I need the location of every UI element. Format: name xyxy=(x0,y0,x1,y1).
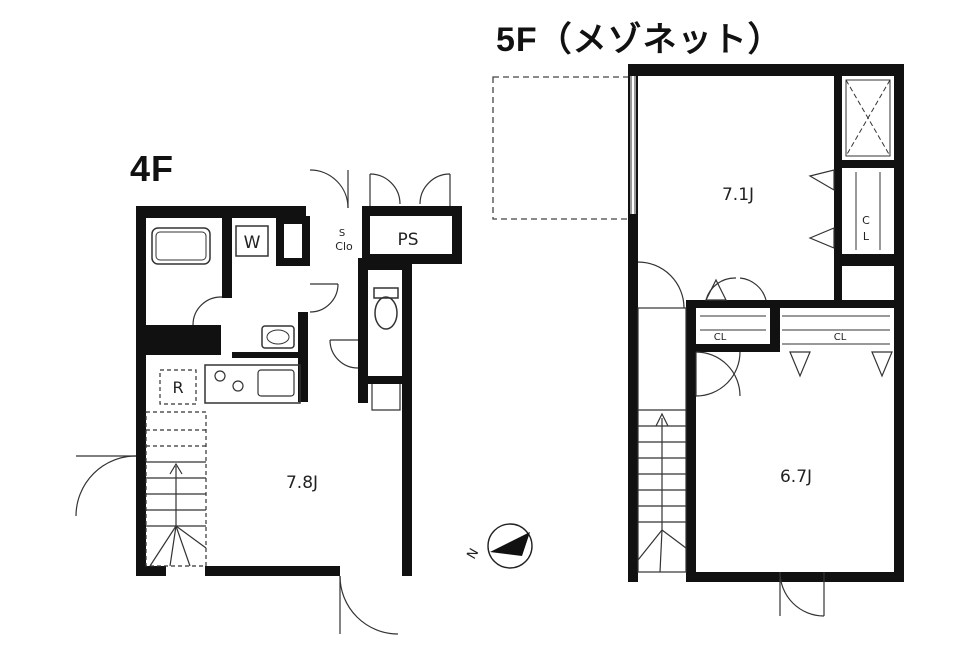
compass-needle-icon xyxy=(490,532,530,556)
closet-right-label-l: L xyxy=(863,230,870,243)
kitchen-sink xyxy=(257,369,295,397)
doors-5f xyxy=(637,169,893,617)
shoe-closet-label-clo: Clo xyxy=(335,240,353,253)
shoe-closet-inner xyxy=(284,224,302,258)
wall-5f-mid-band-bottom xyxy=(686,344,778,352)
wall-4f-top-ps xyxy=(362,206,462,216)
wall-5f-storage-divider-2 xyxy=(842,254,894,266)
wall-4f-toilet-bottom xyxy=(358,376,408,384)
toilet-tank xyxy=(373,287,399,299)
upper-room-label: 7.1J xyxy=(722,185,754,205)
wall-4f-bath-right xyxy=(222,216,232,298)
refrigerator-space xyxy=(159,369,197,405)
compass-north-label: N xyxy=(464,546,482,562)
washer-box xyxy=(235,225,269,257)
wall-4f-ps-left xyxy=(362,206,370,264)
wall-4f-ps-right xyxy=(452,206,462,264)
wall-4f-toilet-left xyxy=(358,258,368,403)
doors-4f xyxy=(75,169,451,635)
balcony-dashed xyxy=(492,76,630,220)
lower-room-label: 6.7J xyxy=(780,467,812,487)
floor-4f: W S Clo PS R xyxy=(75,169,462,635)
bathtub xyxy=(151,227,211,265)
kitchen-counter xyxy=(204,364,301,404)
wall-5f-storage-left xyxy=(834,76,842,306)
compass-circle xyxy=(487,523,533,569)
closet-right-label-c: C xyxy=(862,214,870,227)
closet-middle-b-label: CL xyxy=(834,332,847,343)
storage-top-box xyxy=(845,79,891,157)
stairs-5f xyxy=(637,307,687,573)
bathtub-inner xyxy=(155,231,207,261)
wall-4f-kitchen-wall xyxy=(232,352,308,358)
floor-5f: C L CL CL xyxy=(492,64,904,617)
stove-burner-1 xyxy=(214,370,226,382)
wash-basin xyxy=(261,325,295,349)
shoe-closet-label-s: S xyxy=(339,228,345,239)
washer-label: W xyxy=(244,233,261,253)
wall-5f-top xyxy=(628,64,904,76)
wall-5f-storage-divider xyxy=(842,160,894,168)
storage-cross-2 xyxy=(845,79,891,157)
window-5f-left xyxy=(630,76,636,214)
closet-middle-a-label: CL xyxy=(714,332,727,343)
compass: N xyxy=(464,523,533,569)
toilet-bowl xyxy=(374,296,398,330)
basin-bowl xyxy=(266,329,290,345)
wall-4f-bath-bottom xyxy=(146,325,221,355)
floor-label-5f: 5F（メゾネット） xyxy=(496,21,783,59)
refrigerator-label: R xyxy=(172,378,183,397)
floor-label-4f: 4F xyxy=(130,148,175,189)
stove-burner-2 xyxy=(232,380,244,392)
wall-5f-mid-band xyxy=(686,300,894,308)
wall-4f-top xyxy=(136,206,306,218)
pipe-space-label: PS xyxy=(397,230,418,250)
stairs-4f xyxy=(145,411,207,567)
main-room-label: 7.8J xyxy=(286,473,318,493)
wall-4f-ps-bottom xyxy=(362,254,462,264)
wall-4f-bottom xyxy=(205,566,340,576)
wall-5f-stair-right xyxy=(686,300,696,582)
wall-5f-right xyxy=(894,64,904,582)
wall-4f-left xyxy=(136,206,146,576)
wall-5f-bottom xyxy=(686,572,904,582)
wall-4f-right xyxy=(402,258,412,576)
wall-5f-left xyxy=(628,64,638,582)
wall-4f-bottom-left xyxy=(136,566,166,576)
wall-5f-mid-divider xyxy=(770,300,780,352)
